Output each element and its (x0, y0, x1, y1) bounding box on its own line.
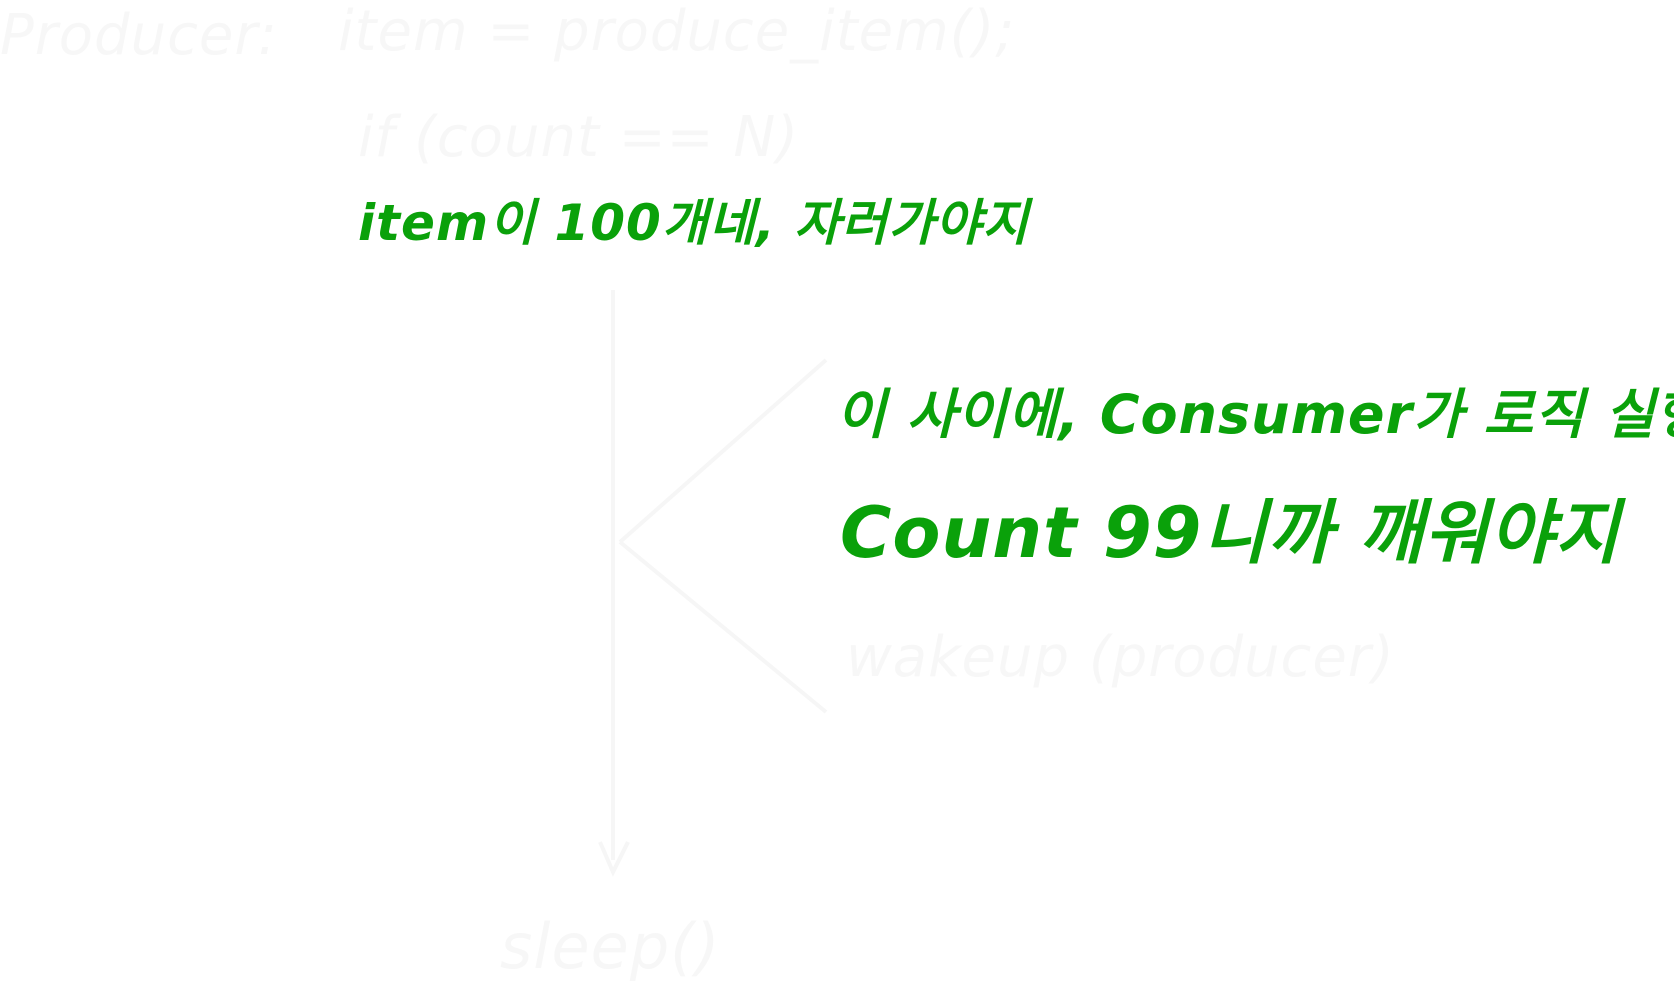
note-consumer-runs: 이 사이에, Consumer가 로직 실행 (836, 383, 1674, 446)
wakeup-producer-call: wakeup (producer) (846, 625, 1395, 690)
branch-lower-line (618, 540, 828, 714)
if-count-condition: if (count == N) (358, 105, 800, 170)
branch-upper-line (618, 358, 828, 544)
produce-item-statement: item = produce_item(); (338, 0, 1016, 64)
producer-label: Producer (0, 3, 259, 68)
producer-colon: : (258, 3, 278, 68)
note-count-wakeup: Count 99니까 깨워야지 (840, 492, 1621, 574)
sleep-call: sleep() (500, 910, 721, 983)
note-sleep-reason: item이 100개네, 자러가야지 (358, 194, 1030, 252)
flow-arrow-head (598, 841, 630, 877)
